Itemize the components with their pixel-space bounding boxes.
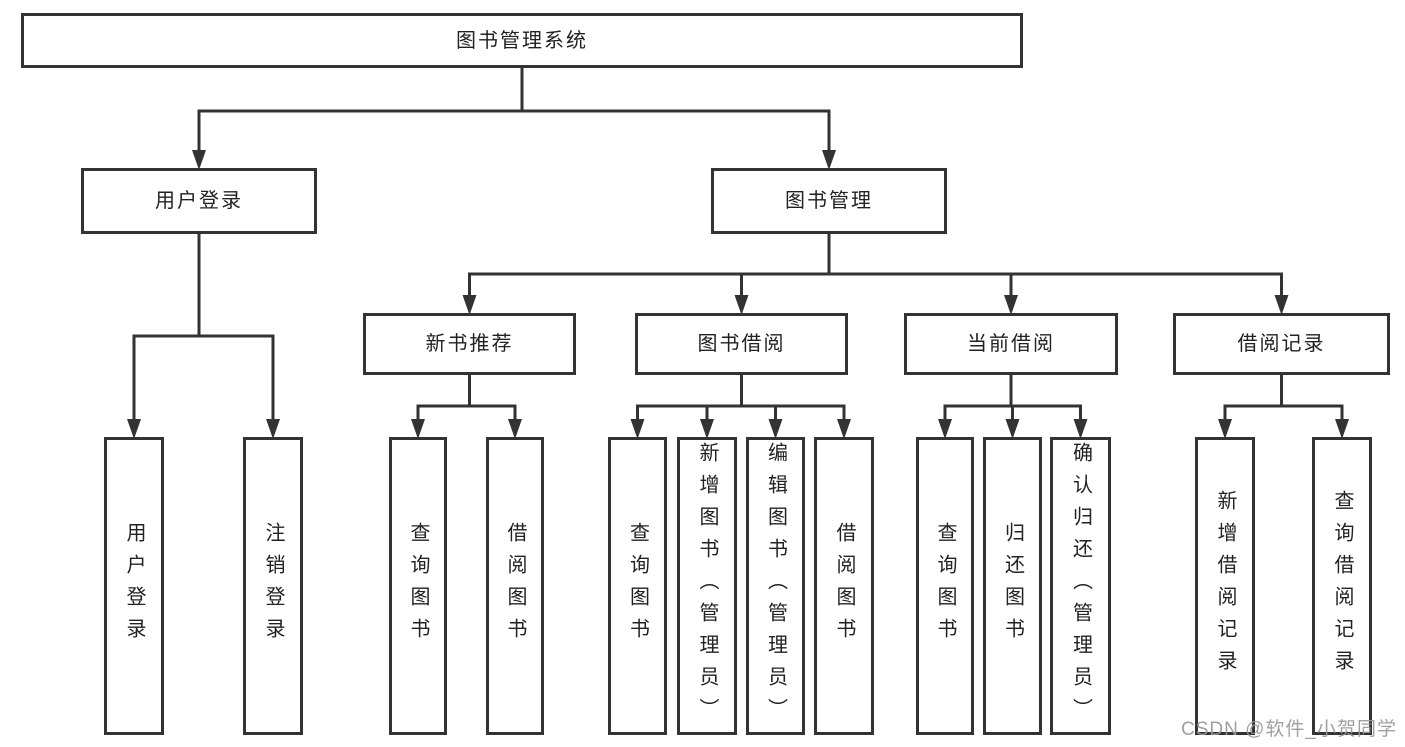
- diagram-node-leaf-logout: 注销登录: [243, 437, 303, 735]
- diagram-node-label: 查询图书: [626, 522, 649, 650]
- diagram-node-label: 用户登录: [123, 522, 145, 650]
- diagram-node-leaf-query-record: 查询借阅记录: [1312, 437, 1372, 735]
- diagram-node-leaf-query-book-1: 查询图书: [389, 437, 447, 735]
- diagram-node-book-borrow: 图书借阅: [635, 313, 848, 375]
- diagram-node-new-book-rec: 新书推荐: [363, 313, 576, 375]
- diagram-node-label: 查询借阅记录: [1331, 490, 1353, 682]
- diagram-node-leaf-edit-book: 编辑图书（管理员）: [746, 437, 805, 735]
- diagram-node-leaf-user-login: 用户登录: [104, 437, 164, 735]
- diagram-node-leaf-add-book: 新增图书（管理员）: [677, 437, 737, 735]
- diagram-node-label: 图书管理: [785, 190, 873, 212]
- diagram-node-label: 查询图书: [407, 522, 429, 650]
- diagram-node-label: 借阅记录: [1237, 333, 1326, 355]
- diagram-node-leaf-add-record: 新增借阅记录: [1195, 437, 1255, 735]
- diagram-node-user-login: 用户登录: [81, 168, 317, 234]
- diagram-node-leaf-confirm-return: 确认归还（管理员）: [1050, 437, 1111, 735]
- diagram-node-label: 新增借阅记录: [1214, 490, 1236, 682]
- diagram-node-label: 借阅图书: [833, 522, 855, 650]
- diagram-node-label: 注销登录: [262, 522, 284, 650]
- diagram-node-label: 归还图书: [1001, 522, 1024, 650]
- diagram-node-leaf-borrow-book-2: 借阅图书: [814, 437, 874, 735]
- diagram-node-label: 图书借阅: [697, 333, 786, 355]
- diagram-node-label: 用户登录: [155, 190, 243, 212]
- diagram-node-label: 图书管理系统: [456, 29, 588, 52]
- diagram-node-label: 新增图书（管理员）: [696, 442, 718, 730]
- diagram-node-label: 借阅图书: [504, 522, 526, 650]
- diagram-node-label: 新书推荐: [425, 333, 514, 355]
- diagram-node-label: 当前借阅: [967, 333, 1055, 355]
- diagram-node-root: 图书管理系统: [21, 13, 1023, 68]
- diagram-node-label: 查询图书: [934, 522, 956, 650]
- diagram-node-leaf-borrow-book-1: 借阅图书: [486, 437, 544, 735]
- diagram-node-current-borrow: 当前借阅: [904, 313, 1118, 375]
- diagram-node-leaf-query-book-2: 查询图书: [608, 437, 667, 735]
- diagram-node-borrow-records: 借阅记录: [1173, 313, 1390, 375]
- diagram-node-leaf-return-book: 归还图书: [983, 437, 1042, 735]
- diagram-node-label: 确认归还（管理员）: [1069, 442, 1092, 730]
- diagram-node-label: 编辑图书（管理员）: [764, 442, 787, 730]
- diagram-node-book-mgmt: 图书管理: [711, 168, 947, 234]
- diagram-node-leaf-query-book-3: 查询图书: [916, 437, 974, 735]
- csdn-watermark: CSDN @软件_小贺同学: [1181, 719, 1397, 740]
